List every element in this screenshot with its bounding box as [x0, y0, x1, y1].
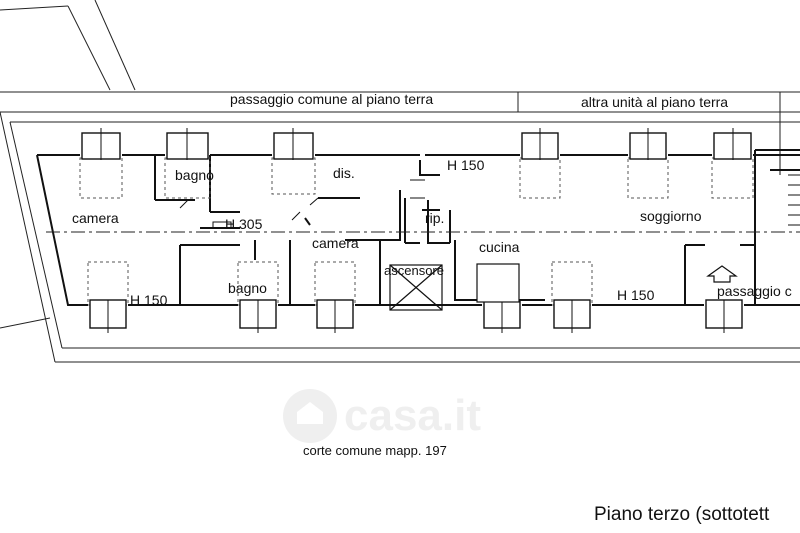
partition: [304, 190, 401, 241]
passaggio-wall: [684, 244, 705, 305]
dis-wall: [419, 160, 440, 176]
skylight-outline: [271, 157, 316, 195]
door-swing: [179, 199, 189, 209]
room-label-camera: camera: [72, 210, 119, 226]
room-label-camera: camera: [312, 235, 359, 251]
building-outline: [0, 111, 56, 363]
context-line: [0, 317, 51, 329]
bagno-wall: [154, 155, 195, 201]
rip-walls: [404, 198, 451, 244]
top-label-left: passaggio comune al piano terra: [230, 91, 434, 107]
kitchen-unit: [476, 263, 520, 303]
window-mullion: [107, 300, 725, 333]
watermark-text: casa.it: [344, 391, 481, 440]
room-label-bagno: bagno: [175, 167, 214, 183]
context-line: [94, 0, 136, 91]
room-label-cucina: cucina: [479, 239, 520, 255]
height-label: H 305: [225, 216, 263, 232]
bagno-bottom-wall: [179, 244, 240, 305]
room-label-ascensore: ascensore: [384, 263, 444, 278]
bottom-label: corte comune mapp. 197: [303, 443, 447, 458]
watermark-logo: casa.it: [283, 389, 481, 443]
skylight-outline: [519, 157, 561, 199]
top-label-right: altra unità al piano terra: [581, 94, 729, 110]
bagno-wall: [209, 155, 240, 213]
room-label-rip: rip.: [425, 210, 445, 226]
watermark-house-icon: [283, 389, 337, 443]
window-mullion: [100, 128, 734, 160]
floor-title: Piano terzo (sottotett: [594, 504, 770, 525]
skylight-outline: [627, 157, 669, 199]
door-swing: [410, 179, 425, 199]
skylight-outline: [314, 261, 356, 306]
elevator-shaft: [389, 264, 443, 311]
skylight-outline: [87, 261, 129, 306]
context-line: [67, 5, 111, 91]
skylight-outline: [164, 157, 211, 199]
door-swing: [291, 197, 319, 221]
height-label: H 150: [447, 157, 485, 173]
right-room-wall: [754, 149, 800, 305]
room-label-dis: dis.: [333, 165, 355, 181]
door-fitting: [212, 221, 232, 229]
room-label-soggiorno: soggiorno: [640, 208, 702, 224]
height-label: H 150: [617, 287, 655, 303]
inner-outline: [9, 121, 63, 349]
height-label: H 150: [130, 292, 168, 308]
entrance-arrow-icon: [706, 265, 738, 283]
skylight-outline: [79, 157, 123, 199]
skylight-outline: [551, 261, 593, 306]
room-label-bagno: bagno: [228, 280, 267, 296]
stair-steps: [788, 174, 800, 226]
room-label-passaggio: passaggio c: [717, 283, 792, 299]
south-exterior-wall: [36, 154, 800, 306]
skylight-outline: [711, 157, 754, 199]
context-line: [0, 5, 69, 11]
